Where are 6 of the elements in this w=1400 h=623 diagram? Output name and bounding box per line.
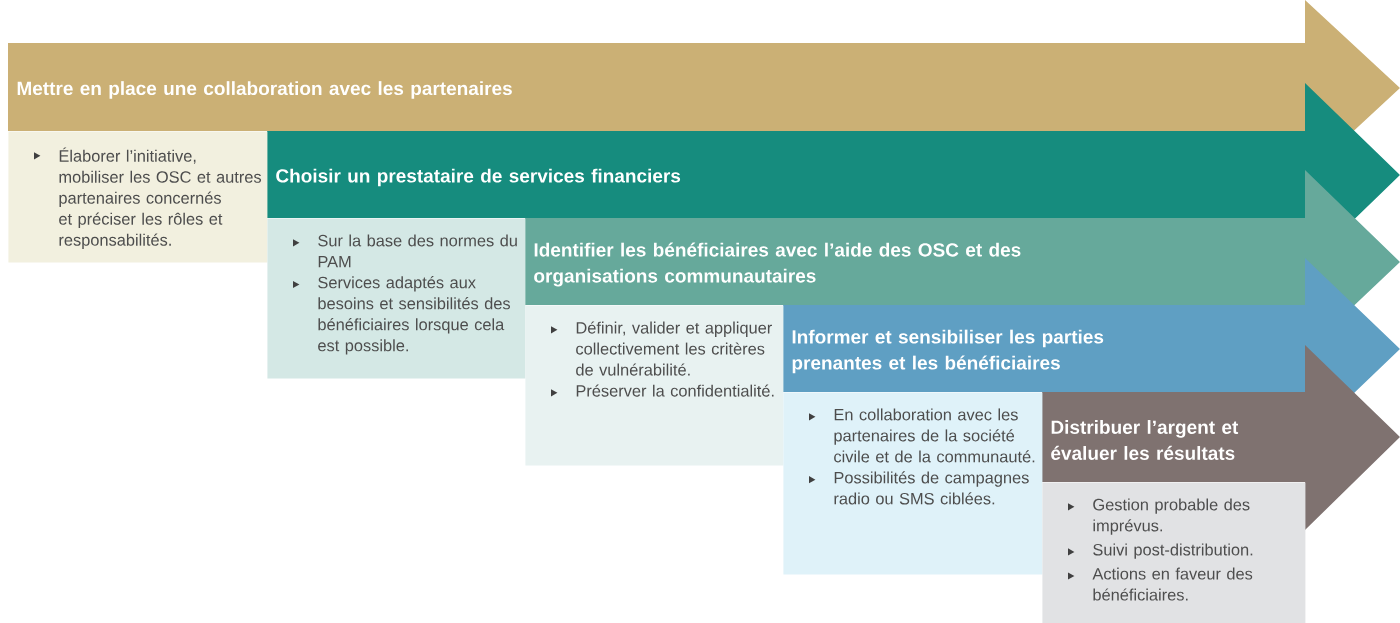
bullet-item: Suivi post-distribution.	[1068, 543, 1253, 559]
bullet-item: Sur la base des normes du PAM	[293, 234, 517, 268]
bullet-item: Préserver la confidentialité.	[551, 384, 774, 397]
bullet-item: Services adaptés aux besoins et sensibilités des bénéficiaires lorsque cela est possible.	[293, 276, 511, 355]
bullet-item: Possibilités de campagnes radio ou SMS ciblées.	[809, 471, 1029, 505]
bullet-item: Actions en faveur des bénéficiaires.	[1068, 567, 1253, 601]
